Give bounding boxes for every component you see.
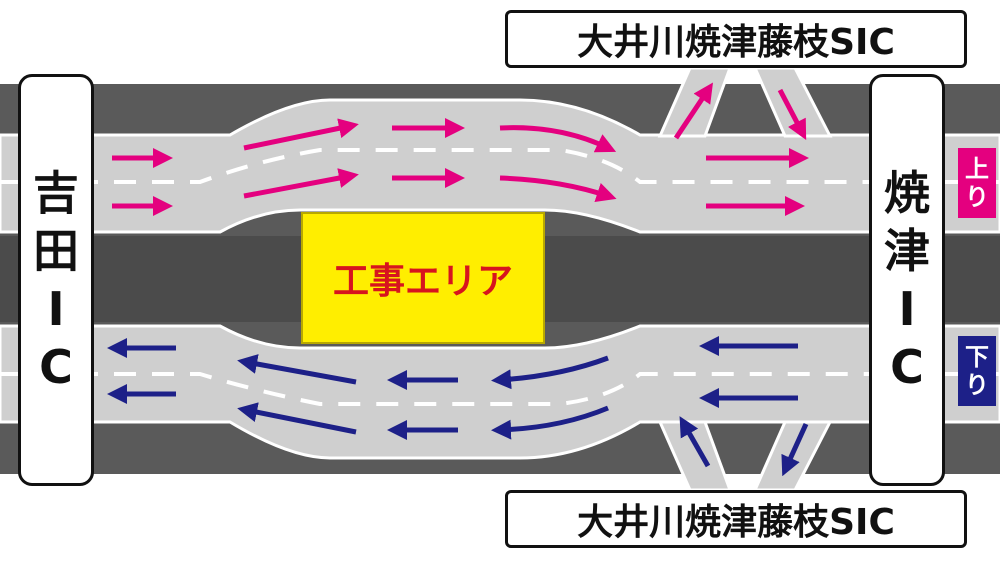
up-lane-divider bbox=[0, 148, 1000, 184]
up-arrow bbox=[499, 125, 617, 153]
down-arrow bbox=[781, 422, 809, 477]
sic-label-bottom: 大井川焼津藤枝SIC bbox=[505, 490, 967, 548]
sic-label-bottom-text: 大井川焼津藤枝SIC bbox=[577, 502, 895, 543]
down-arrow bbox=[237, 354, 357, 385]
left-ic-char: I bbox=[47, 282, 65, 336]
sic-ramp-up-entry bbox=[752, 66, 833, 138]
right-interchange: 焼 津 I C bbox=[869, 74, 945, 486]
up-traffic-arrows bbox=[112, 82, 809, 216]
right-ic-char: 津 bbox=[884, 224, 930, 278]
down-direction-char: 下 bbox=[965, 343, 989, 371]
left-ic-char: 田 bbox=[33, 224, 79, 278]
sic-label-top: 大井川焼津藤枝SIC bbox=[505, 10, 967, 68]
up-arrow bbox=[673, 82, 713, 140]
left-ic-char: C bbox=[39, 340, 73, 394]
down-lane-divider bbox=[0, 372, 1000, 406]
up-direction-char: り bbox=[965, 183, 989, 211]
up-arrow bbox=[243, 118, 359, 151]
down-direction-tag: 下 り bbox=[958, 336, 996, 406]
up-arrow bbox=[777, 88, 807, 140]
down-arrow bbox=[237, 402, 357, 435]
up-direction-char: 上 bbox=[965, 155, 989, 183]
construction-area: 工事エリア bbox=[301, 212, 545, 344]
up-direction-tag: 上 り bbox=[958, 148, 996, 218]
right-ic-char: I bbox=[898, 282, 916, 336]
construction-area-label: 工事エリア bbox=[332, 261, 513, 302]
down-arrow bbox=[491, 405, 609, 440]
sic-label-top-text: 大井川焼津藤枝SIC bbox=[577, 22, 895, 63]
down-arrow bbox=[491, 355, 609, 390]
down-arrow bbox=[679, 416, 711, 468]
right-ic-char: 焼 bbox=[884, 166, 930, 220]
up-arrow bbox=[243, 168, 359, 199]
up-arrow bbox=[499, 175, 617, 203]
left-interchange: 吉 田 I C bbox=[18, 74, 94, 486]
down-direction-char: り bbox=[965, 371, 989, 399]
down-traffic-arrows bbox=[107, 336, 809, 477]
left-ic-char: 吉 bbox=[33, 166, 79, 220]
right-ic-char: C bbox=[890, 340, 924, 394]
